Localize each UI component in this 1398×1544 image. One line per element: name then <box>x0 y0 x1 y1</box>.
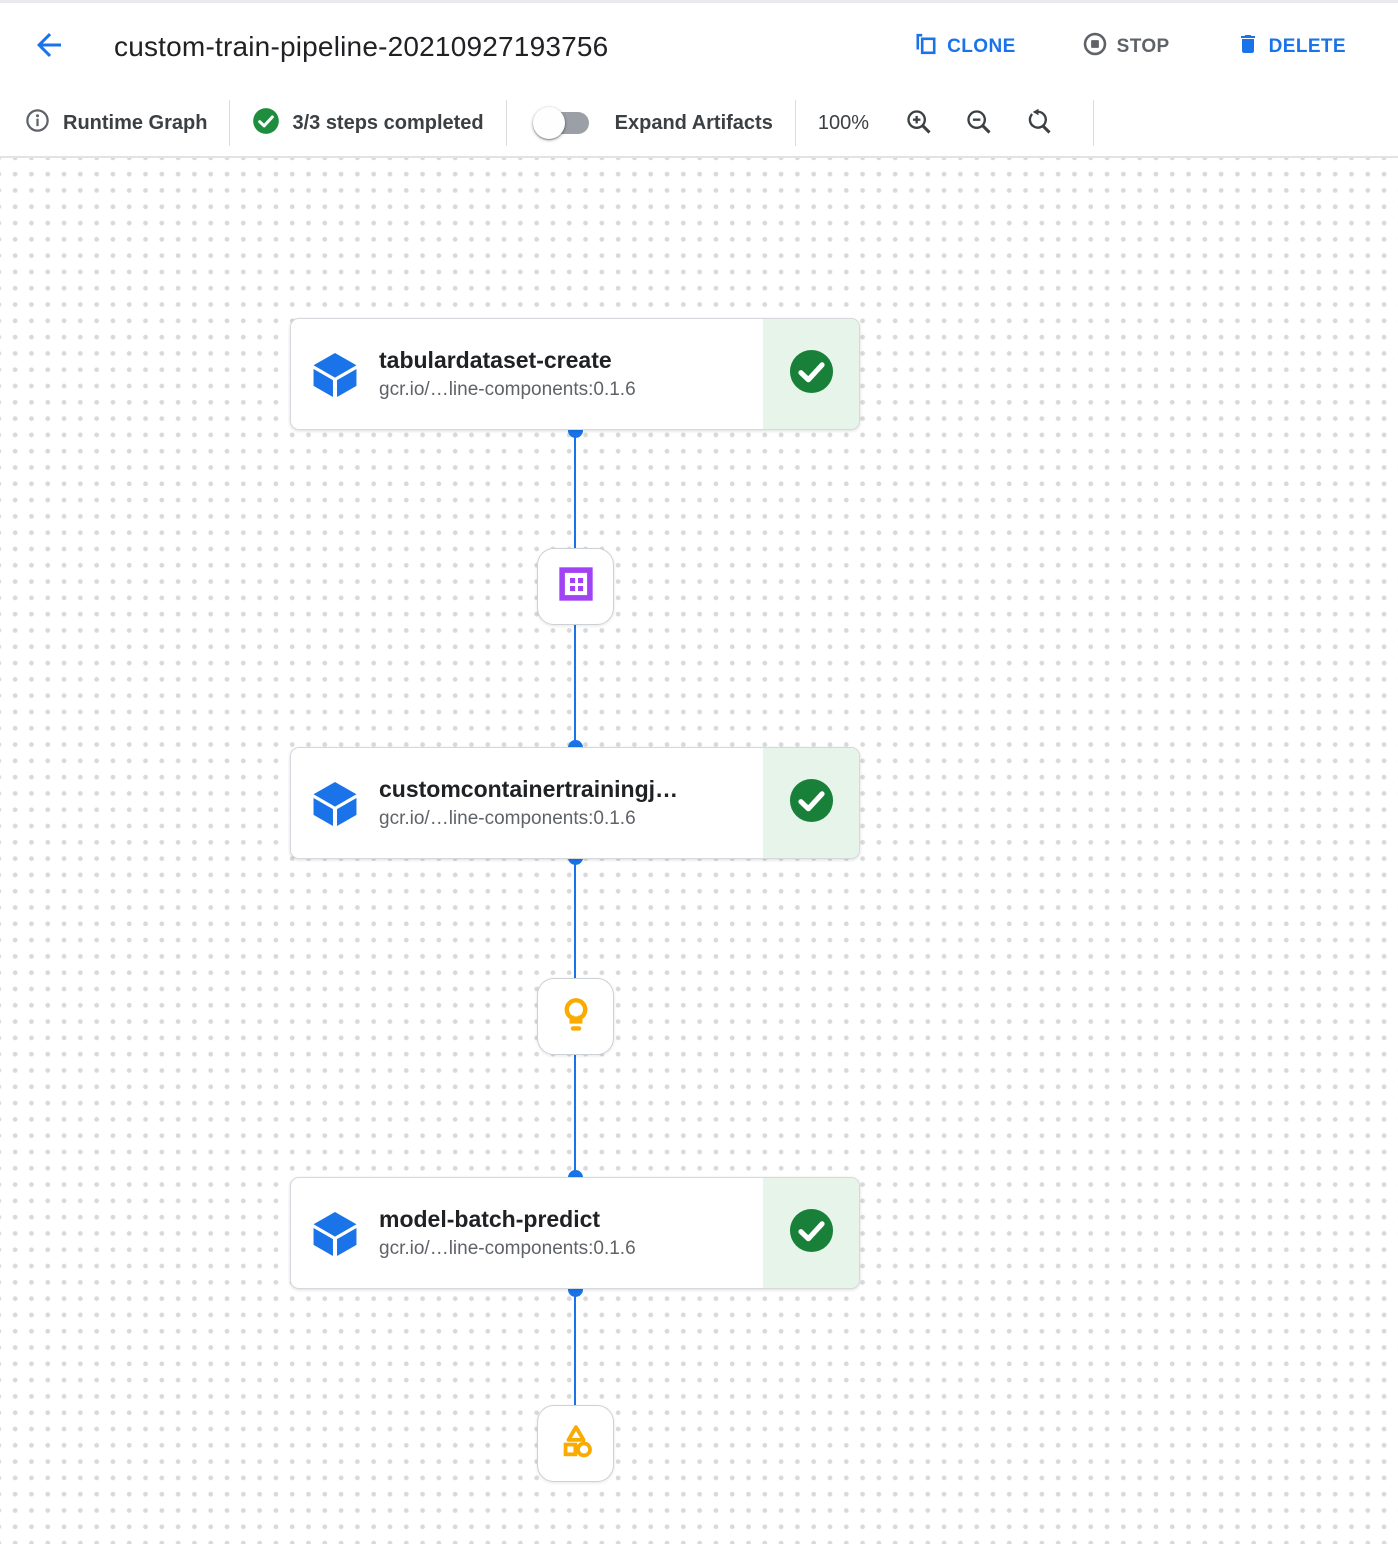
edge-node3-artifact <box>574 1289 576 1411</box>
component-cube-icon <box>291 1178 379 1288</box>
runtime-graph-item: Runtime Graph <box>24 107 207 139</box>
success-check-icon <box>788 1207 835 1259</box>
toolbar-divider <box>229 100 231 146</box>
graph-toolbar: Runtime Graph 3/3 steps completed Expand… <box>0 90 1398 158</box>
pipeline-node-customcontainertrainingjob[interactable]: customcontainertrainingj… gcr.io/…line-c… <box>290 747 860 859</box>
pipeline-node-tabulardataset-create[interactable]: tabulardataset-create gcr.io/…line-compo… <box>290 318 860 430</box>
node-title: customcontainertrainingj… <box>379 776 679 802</box>
dataset-grid-icon <box>556 564 596 609</box>
success-check-icon <box>788 777 835 829</box>
node-title: tabulardataset-create <box>379 347 612 373</box>
zoom-out-button[interactable] <box>955 104 1003 143</box>
toolbar-divider <box>505 100 507 146</box>
stop-icon <box>1082 31 1108 63</box>
runtime-graph-label: Runtime Graph <box>63 111 208 134</box>
generic-artifact-shapes-icon <box>556 1421 596 1466</box>
expand-artifacts-toggle[interactable] <box>532 107 589 139</box>
component-cube-icon <box>291 319 379 429</box>
component-cube-icon <box>291 748 379 858</box>
delete-trash-icon <box>1236 32 1260 62</box>
toolbar-divider <box>794 100 796 146</box>
clone-button[interactable]: CLONE <box>914 32 1016 62</box>
steps-check-icon <box>252 107 280 140</box>
artifact-node-generic[interactable] <box>537 1405 614 1482</box>
page-title: custom-train-pipeline-20210927193756 <box>114 30 609 62</box>
stop-label: STOP <box>1116 35 1170 57</box>
header-actions: CLONE STOP DELETE <box>914 31 1346 63</box>
back-arrow-icon <box>31 27 67 66</box>
clone-icon <box>914 32 938 62</box>
clone-label: CLONE <box>947 35 1016 57</box>
artifact-node-model[interactable] <box>537 978 614 1055</box>
zoom-in-button[interactable] <box>895 104 943 143</box>
zoom-reset-button[interactable] <box>1015 104 1063 143</box>
steps-status-item: 3/3 steps completed <box>252 107 484 140</box>
header-bar: custom-train-pipeline-20210927193756 CLO… <box>0 0 1398 90</box>
zoom-level-value: 100% <box>817 111 869 134</box>
node-subtitle: gcr.io/…line-components:0.1.6 <box>379 808 636 829</box>
model-lightbulb-icon <box>556 994 596 1039</box>
toggle-knob <box>532 107 565 139</box>
node-text: tabulardataset-create gcr.io/…line-compo… <box>379 319 763 429</box>
toolbar-divider <box>1092 100 1094 146</box>
node-status-badge <box>763 319 859 429</box>
expand-artifacts-label: Expand Artifacts <box>614 111 773 134</box>
info-icon[interactable] <box>24 107 51 139</box>
node-subtitle: gcr.io/…line-components:0.1.6 <box>379 1238 636 1259</box>
delete-label: DELETE <box>1268 35 1346 57</box>
back-button[interactable] <box>28 26 70 68</box>
delete-button[interactable]: DELETE <box>1236 32 1346 62</box>
pipeline-graph-canvas[interactable]: tabulardataset-create gcr.io/…line-compo… <box>0 158 1398 1544</box>
stop-button[interactable]: STOP <box>1082 31 1170 63</box>
node-status-badge <box>763 1178 859 1288</box>
pipeline-node-model-batch-predict[interactable]: model-batch-predict gcr.io/…line-compone… <box>290 1177 860 1289</box>
node-status-badge <box>763 748 859 858</box>
expand-artifacts-item: Expand Artifacts <box>532 107 773 139</box>
zoom-controls: 100% <box>818 104 1063 143</box>
node-text: customcontainertrainingj… gcr.io/…line-c… <box>379 748 763 858</box>
artifact-node-dataset[interactable] <box>537 548 614 625</box>
success-check-icon <box>788 348 835 400</box>
node-title: model-batch-predict <box>379 1206 601 1232</box>
node-subtitle: gcr.io/…line-components:0.1.6 <box>379 379 636 400</box>
steps-completed-label: 3/3 steps completed <box>292 111 484 134</box>
node-text: model-batch-predict gcr.io/…line-compone… <box>379 1178 763 1288</box>
